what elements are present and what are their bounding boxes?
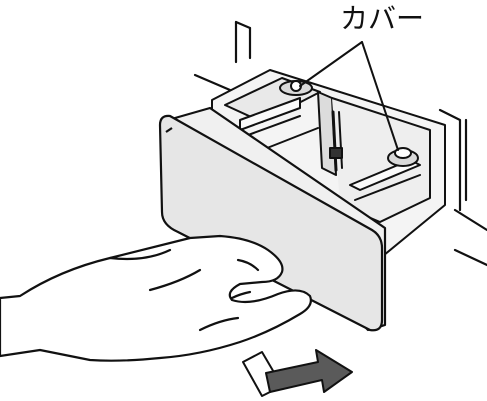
- arrow-front: [266, 350, 352, 392]
- leader-line-left: [300, 42, 362, 86]
- pull-direction-arrow: [243, 350, 352, 396]
- cover-label: カバー: [340, 2, 424, 35]
- hand: [0, 236, 311, 361]
- left-cover: [280, 81, 312, 95]
